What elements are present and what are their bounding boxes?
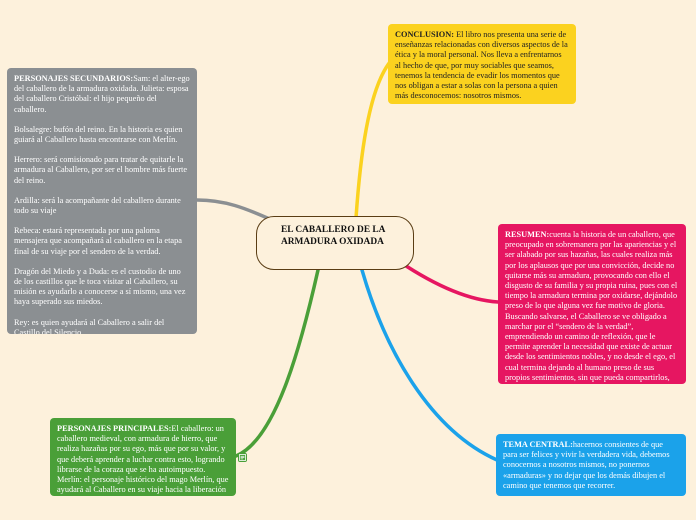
secundarios-intro: Sam: el alter-ego del caballero de la ar… [14,74,190,114]
conclusion-node[interactable]: CONCLUSION: El libro nos presenta una se… [388,24,576,104]
resumen-label: RESUMEN: [505,230,550,239]
branch-principales [234,268,320,458]
branch-resumen [398,260,500,304]
principales-label: PERSONAJES PRINCIPALES: [57,424,172,433]
central-topic-title: EL CABALLERO DE LA ARMADURA OXIDADA [281,225,385,247]
note-icon[interactable] [238,453,247,462]
personajes-principales-node[interactable]: PERSONAJES PRINCIPALES:El caballero: un … [50,418,236,496]
branch-tema-central [360,268,499,462]
secundarios-paragraph: Ardilla: será la acompañante del caballe… [14,195,181,216]
resumen-text: cuenta la historia de un caballero, que … [505,230,678,384]
secundarios-paragraph: Rey: es quien ayudará al Caballero a sal… [14,317,165,334]
secundarios-paragraph: Bolsalegre: bufón del reino. En la histo… [14,124,183,145]
secundarios-label: PERSONAJES SECUNDARIOS: [14,74,134,83]
secundarios-paragraph: Rebeca: estará representada por una palo… [14,226,182,256]
conclusion-label: CONCLUSION: [395,30,455,39]
central-topic[interactable]: EL CABALLERO DE LA ARMADURA OXIDADA [256,216,414,270]
tema-central-label: TEMA CENTRAL: [503,440,573,449]
resumen-node[interactable]: RESUMEN:cuenta la historia de un caballe… [498,224,686,384]
personajes-secundarios-node[interactable]: PERSONAJES SECUNDARIOS:Sam: el alter-ego… [7,68,197,334]
tema-central-text: hacernos consientes de que para ser feli… [503,440,670,490]
secundarios-paragraph: Herrero: será comisionado para tratar de… [14,155,188,185]
branch-conclusion [354,60,392,220]
principales-text: El caballero: un caballero medieval, con… [57,424,229,495]
conclusion-text: El libro nos presenta una serie de enseñ… [395,30,568,101]
tema-central-node[interactable]: TEMA CENTRAL:hacernos consientes de que … [496,434,686,496]
secundarios-paragraph: Dragón del Miedo y a Duda: es el custodi… [14,266,186,307]
branch-secundarios [195,198,274,222]
